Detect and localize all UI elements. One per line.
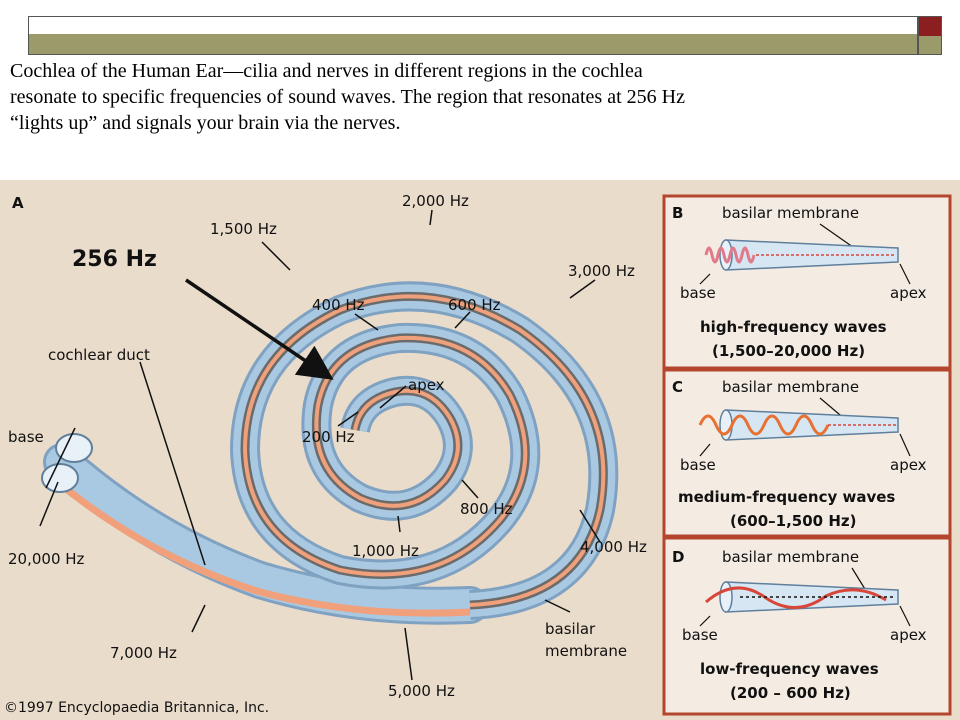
label-1500hz: 1,500 Hz [210, 220, 277, 238]
panel-c: C basilar membrane base apex medium-freq… [662, 368, 952, 538]
callout-256hz: 256 Hz [72, 247, 157, 272]
panel-b-base: base [680, 284, 716, 302]
panel-c-apex: apex [890, 456, 927, 474]
panel-b-letter: B [672, 204, 683, 222]
panel-d-apex: apex [890, 626, 927, 644]
label-3000hz: 3,000 Hz [568, 262, 635, 280]
panel-c-membrane: basilar membrane [722, 378, 859, 396]
panel-a-letter: A [12, 194, 24, 212]
corner-square-red [918, 16, 942, 38]
label-membrane: membrane [545, 642, 627, 660]
panel-d-letter: D [672, 548, 684, 566]
title-bar-white [28, 16, 918, 36]
label-5000hz: 5,000 Hz [388, 682, 455, 700]
panel-d-title: low-frequency waves [700, 660, 879, 678]
label-200hz: 200 Hz [302, 428, 355, 446]
label-800hz: 800 Hz [460, 500, 513, 518]
panel-d-base: base [682, 626, 718, 644]
cochlea-spiral [41, 281, 619, 625]
caption-line-1: Cochlea of the Human Ear—cilia and nerve… [10, 60, 643, 82]
label-cochlear-duct: cochlear duct [48, 346, 150, 364]
panel-b-range: (1,500–20,000 Hz) [712, 342, 865, 360]
corner-square-olive [918, 36, 942, 55]
label-apex: apex [408, 376, 445, 394]
panel-d-range: (200 – 600 Hz) [730, 684, 851, 702]
panel-b-apex: apex [890, 284, 927, 302]
label-600hz: 600 Hz [448, 296, 501, 314]
copyright-text: ©1997 Encyclopaedia Britannica, Inc. [4, 700, 269, 716]
label-2000hz: 2,000 Hz [402, 192, 469, 210]
cochlea-diagram-svg: A [4, 192, 952, 716]
label-4000hz: 4,000 Hz [580, 538, 647, 556]
panel-b: B basilar membrane base apex high-freque… [662, 194, 952, 370]
label-1000hz: 1,000 Hz [352, 542, 419, 560]
panel-c-base: base [680, 456, 716, 474]
slide-caption: Cochlea of the Human Ear—cilia and nerve… [10, 58, 950, 136]
panel-d-membrane: basilar membrane [722, 548, 859, 566]
label-400hz: 400 Hz [312, 296, 365, 314]
callout-arrow [185, 278, 334, 380]
panel-c-range: (600–1,500 Hz) [730, 512, 856, 530]
label-7000hz: 7,000 Hz [110, 644, 177, 662]
title-bar-olive [28, 34, 918, 55]
cochlea-figure: A [0, 180, 960, 720]
leader-lines [39, 209, 601, 681]
panel-b-membrane: basilar membrane [722, 204, 859, 222]
panel-c-title: medium-frequency waves [678, 488, 895, 506]
caption-line-2: resonate to specific frequencies of soun… [10, 86, 685, 108]
panel-c-letter: C [672, 378, 683, 396]
label-20000hz: 20,000 Hz [8, 550, 85, 568]
label-basilar: basilar [545, 620, 596, 638]
caption-line-3: “lights up” and signals your brain via t… [10, 112, 401, 134]
panel-d: D basilar membrane base apex low-frequen… [662, 536, 952, 716]
panel-b-title: high-frequency waves [700, 318, 887, 336]
label-base: base [8, 428, 44, 446]
